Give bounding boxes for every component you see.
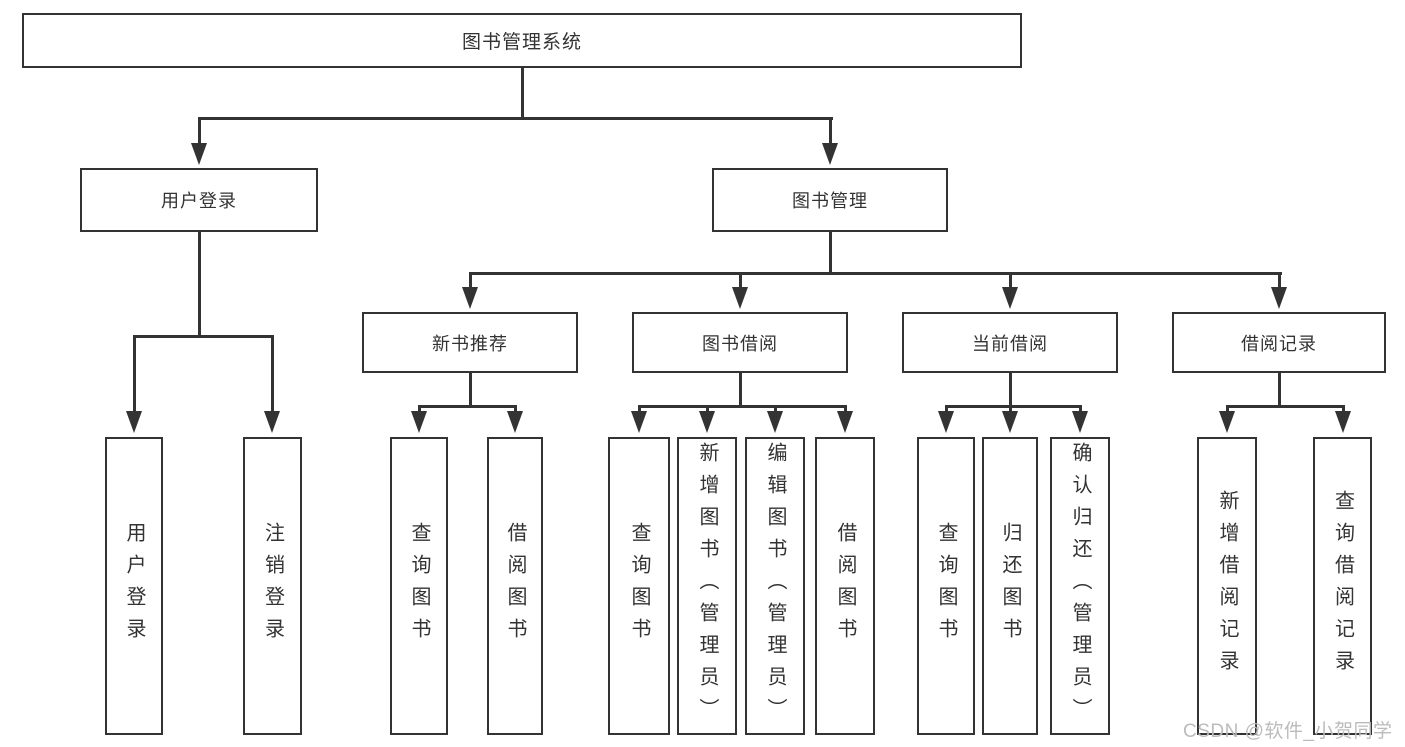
connector-line: [829, 232, 832, 272]
connector-line: [945, 405, 948, 411]
connector-line: [638, 405, 641, 411]
connector-line: [469, 373, 472, 405]
node-book-borrowing: 图书借阅: [632, 312, 848, 373]
leaf-label: 归还图书: [999, 522, 1021, 650]
leaf-label: 用户登录: [123, 522, 145, 650]
connector-line: [945, 405, 1082, 408]
arrowhead-icon: [1271, 287, 1287, 309]
leaf-label: 借阅图书: [504, 522, 526, 650]
leaf-label: 查询图书: [935, 522, 957, 650]
arrowhead-icon: [1335, 411, 1351, 433]
connector-line: [1079, 405, 1082, 411]
leaf-query-books-recommend: 查询图书: [390, 437, 448, 735]
arrowhead-icon: [822, 143, 838, 165]
connector-line: [418, 405, 421, 411]
node-book-management: 图书管理: [712, 168, 948, 232]
leaf-label: 查询借阅记录: [1331, 490, 1354, 682]
connector-line: [1278, 272, 1281, 287]
arrowhead-icon: [1002, 287, 1018, 309]
leaf-confirm-return-admin: 确认归还（管理员）: [1050, 437, 1110, 735]
leaf-label: 新增图书（管理员）: [696, 442, 718, 730]
leaf-label: 确认归还（管理员）: [1069, 442, 1091, 730]
leaf-query-books-current: 查询图书: [917, 437, 975, 735]
connector-line: [198, 117, 833, 120]
arrowhead-icon: [631, 411, 647, 433]
leaf-edit-book-admin: 编辑图书（管理员）: [745, 437, 805, 735]
leaf-borrow-books-recommend: 借阅图书: [487, 437, 543, 735]
arrowhead-icon: [191, 143, 207, 165]
connector-line: [739, 373, 742, 405]
connector-line: [469, 272, 1282, 275]
connector-line: [1278, 373, 1281, 405]
arrowhead-icon: [837, 411, 853, 433]
connector-line: [829, 117, 832, 146]
connector-line: [1226, 405, 1229, 411]
arrowhead-icon: [264, 411, 280, 433]
leaf-label: 借阅图书: [834, 522, 856, 650]
leaf-query-books-borrowing: 查询图书: [608, 437, 670, 735]
node-current-borrowing: 当前借阅: [902, 312, 1118, 373]
leaf-borrow-books-borrowing: 借阅图书: [815, 437, 875, 735]
connector-line: [844, 405, 847, 411]
arrowhead-icon: [938, 411, 954, 433]
leaf-add-book-admin: 新增图书（管理员）: [677, 437, 737, 735]
arrowhead-icon: [462, 287, 478, 309]
arrowhead-icon: [767, 411, 783, 433]
connector-line: [1009, 405, 1012, 411]
connector-line: [1342, 405, 1345, 411]
connector-line: [638, 405, 847, 408]
leaf-logout: 注销登录: [243, 437, 302, 735]
connector-line: [1009, 373, 1012, 405]
arrowhead-icon: [126, 411, 142, 433]
leaf-label: 注销登录: [261, 522, 284, 650]
connector-line: [418, 405, 517, 408]
leaf-add-borrow-record: 新增借阅记录: [1197, 437, 1257, 735]
arrowhead-icon: [732, 287, 748, 309]
node-borrowing-records: 借阅记录: [1172, 312, 1386, 373]
connector-line: [198, 117, 201, 146]
leaf-label: 编辑图书（管理员）: [764, 442, 786, 730]
arrowhead-icon: [1219, 411, 1235, 433]
leaf-label: 新增借阅记录: [1216, 490, 1238, 682]
leaf-return-books: 归还图书: [982, 437, 1038, 735]
leaf-query-borrow-record: 查询借阅记录: [1313, 437, 1372, 735]
arrowhead-icon: [507, 411, 523, 433]
connector-line: [133, 335, 274, 338]
arrowhead-icon: [411, 411, 427, 433]
connector-line: [1009, 272, 1012, 287]
node-user-login: 用户登录: [80, 168, 318, 232]
connector-line: [133, 335, 136, 412]
connector-line: [739, 272, 742, 287]
leaf-user-login: 用户登录: [105, 437, 163, 735]
node-new-book-recommend: 新书推荐: [362, 312, 578, 373]
csdn-watermark: CSDN @软件_小贺同学: [1183, 721, 1393, 742]
leaf-label: 查询图书: [628, 522, 650, 650]
arrowhead-icon: [1002, 411, 1018, 433]
node-root-library-system: 图书管理系统: [22, 13, 1022, 68]
connector-line: [1226, 405, 1345, 408]
connector-line: [469, 272, 472, 287]
connector-line: [521, 68, 524, 117]
connector-line: [198, 232, 201, 335]
connector-line: [271, 335, 274, 412]
arrowhead-icon: [1072, 411, 1088, 433]
connector-line: [706, 405, 709, 411]
connector-line: [774, 405, 777, 411]
arrowhead-icon: [699, 411, 715, 433]
connector-line: [514, 405, 517, 411]
leaf-label: 查询图书: [408, 522, 430, 650]
